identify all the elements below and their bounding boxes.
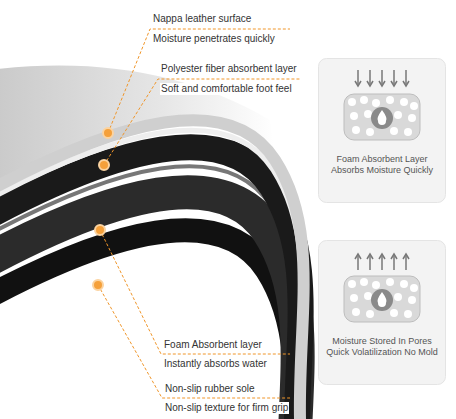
callout-label: Polyester fiber absorbent layer bbox=[160, 63, 298, 75]
info-panel: Foam Absorbent Layer Absorbs Moisture Qu… bbox=[318, 58, 446, 203]
moisture-icon bbox=[344, 70, 420, 140]
panel-shape bbox=[318, 240, 446, 385]
foam-layer bbox=[0, 192, 298, 419]
leather-layer bbox=[0, 120, 304, 419]
polyester-layer bbox=[0, 147, 301, 419]
layer-edge bbox=[0, 130, 302, 419]
panel-caption: Moisture Stored In Pores Quick Volatiliz… bbox=[322, 336, 442, 358]
callout-label: Nappa leather surface bbox=[152, 13, 252, 25]
info-panel: Moisture Stored In Pores Quick Volatiliz… bbox=[318, 240, 446, 385]
callout-label: Non-slip texture for firm grip bbox=[164, 402, 289, 414]
callout-label: Non-slip rubber sole bbox=[164, 383, 256, 395]
panel-shape bbox=[318, 58, 446, 203]
callout-label: Instantly absorbs water bbox=[163, 358, 268, 370]
callout-label: Moisture penetrates quickly bbox=[152, 33, 276, 45]
callout-dots bbox=[93, 128, 113, 290]
callout-label: Soft and comfortable foot feel bbox=[160, 83, 293, 95]
leader-lines bbox=[98, 29, 300, 398]
rubber-sole bbox=[0, 230, 296, 419]
layer-line bbox=[0, 166, 300, 419]
panel-caption: Foam Absorbent Layer Absorbs Moisture Qu… bbox=[322, 154, 442, 176]
callout-label: Foam Absorbent layer bbox=[163, 339, 263, 351]
moisture-icon bbox=[344, 254, 420, 322]
